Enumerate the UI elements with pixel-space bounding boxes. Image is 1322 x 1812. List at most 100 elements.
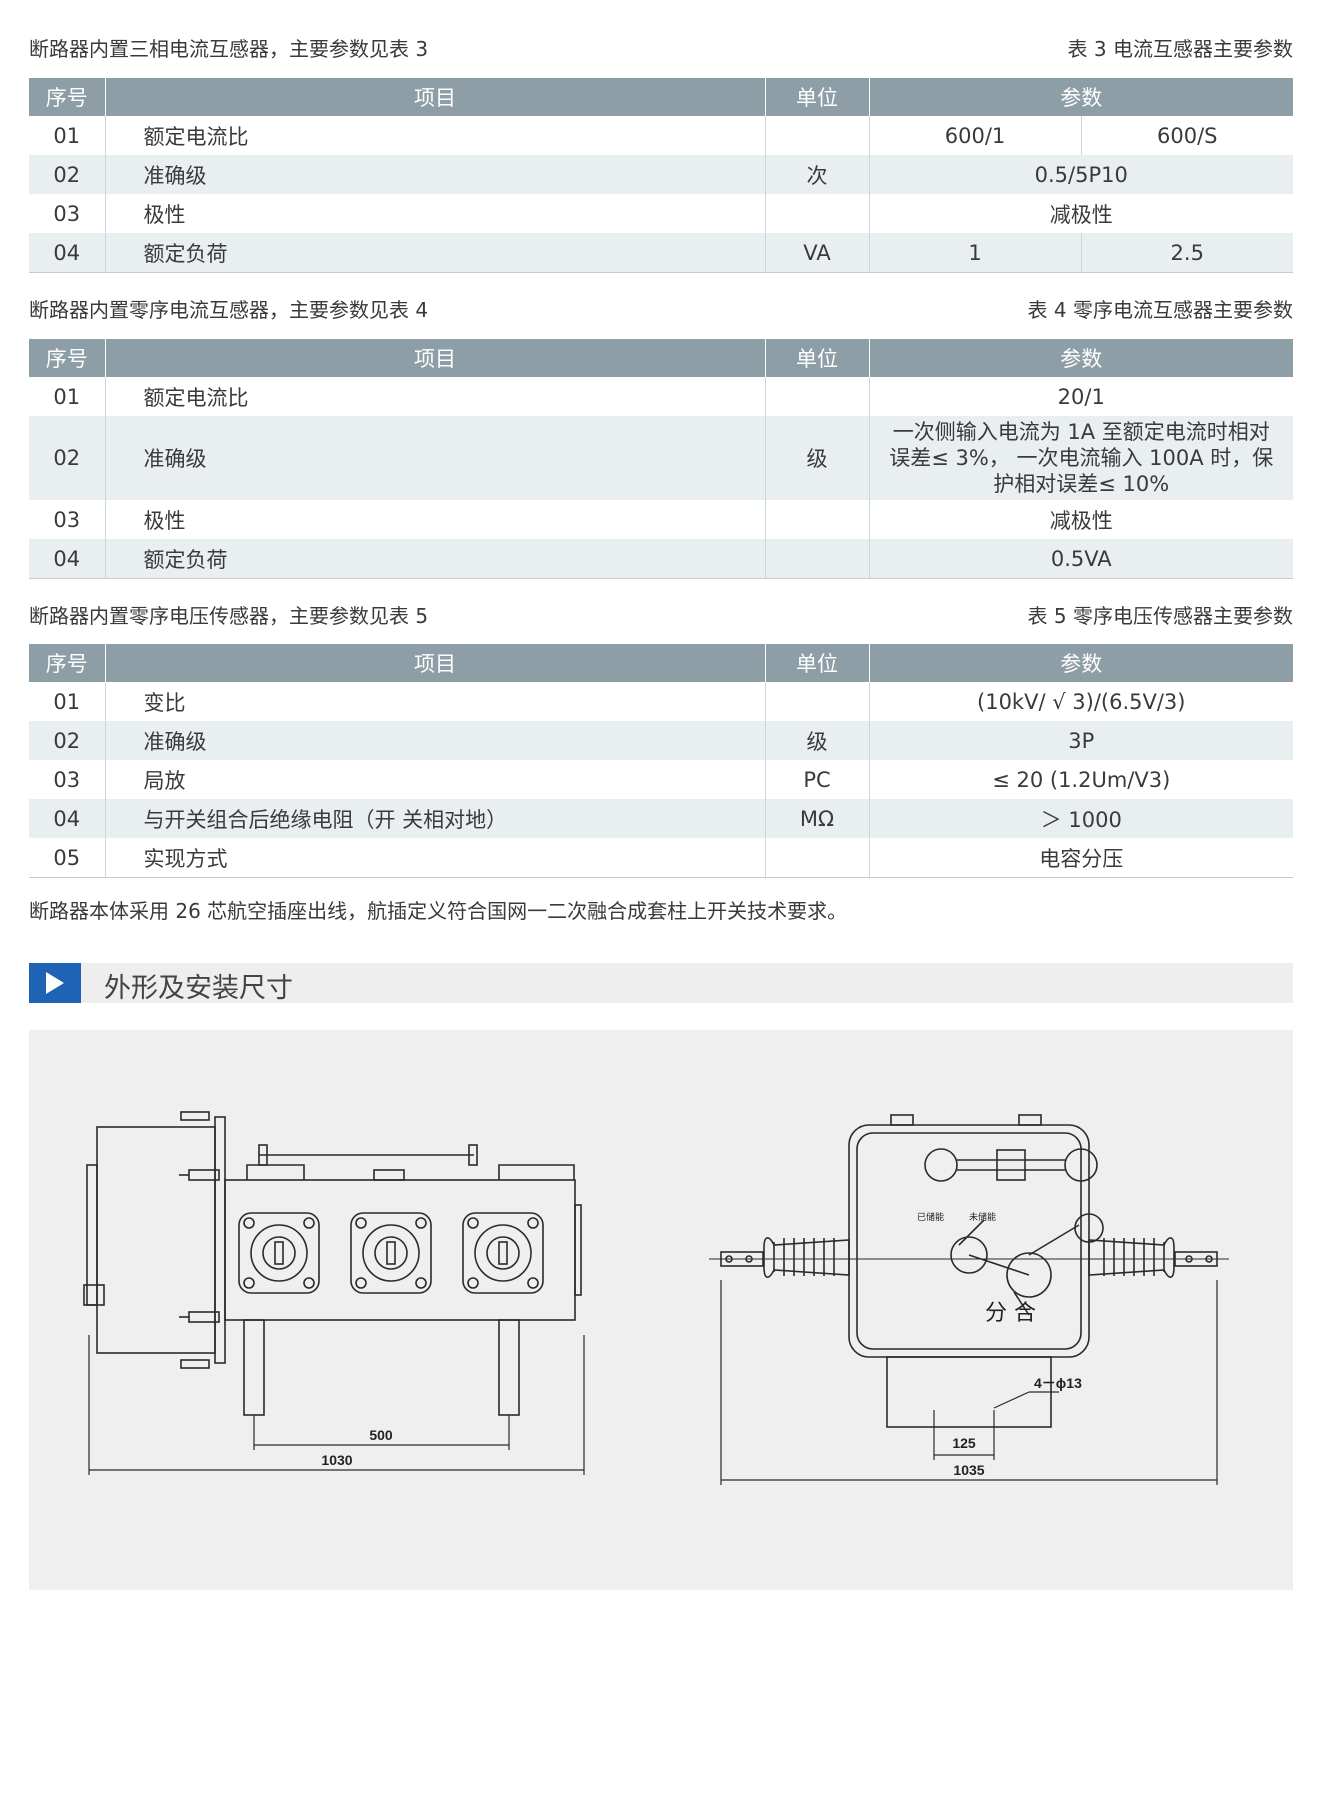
hole-spec-label: 4－ϕ13 xyxy=(1034,1375,1082,1391)
row-unit xyxy=(764,377,869,416)
header-item: 项目 xyxy=(104,339,765,377)
row-unit: 级 xyxy=(764,721,869,760)
row-item: 准确级 xyxy=(104,155,765,194)
row-item: 准确级 xyxy=(104,721,765,760)
body-note: 断路器本体采用 26 芯航空插座出线，航插定义符合国网一二次融合成套柱上开关技术… xyxy=(29,899,848,923)
row-param: ≤ 20 (1.2Um/V3) xyxy=(868,760,1293,799)
row-item: 局放 xyxy=(104,760,765,799)
table5: 序号 项目 单位 参数 01 变比 (10kV/ √ 3)/(6.5V/3) 0… xyxy=(29,644,1293,878)
row-no: 04 xyxy=(29,799,105,838)
row-item: 准确级 xyxy=(104,416,765,500)
row-item: 实现方式 xyxy=(104,838,765,878)
dimension-drawing: 500 1030 125 1035 4－ϕ13 已储能 未储能 分 合 xyxy=(29,1030,1293,1590)
row-item: 额定电流比 xyxy=(104,377,765,416)
row-no: 01 xyxy=(53,689,81,714)
row-no: 03 xyxy=(53,767,81,792)
table5-caption: 表 5 零序电压传感器主要参数 xyxy=(1027,603,1293,628)
param-line: 一次侧输入电流为 1A 至额定电流时相对 xyxy=(892,420,1270,444)
drawing-svg: 500 1030 125 1035 4－ϕ13 已储能 未储能 分 合 xyxy=(83,1111,1229,1485)
row-no: 05 xyxy=(29,838,105,878)
row-no: 02 xyxy=(29,416,105,500)
row-unit xyxy=(764,194,869,233)
row-item: 额定电流比 xyxy=(104,116,765,155)
row-no: 04 xyxy=(29,539,105,579)
table-row: 03 极性 减极性 xyxy=(29,500,1293,539)
table5-caption-row: 断路器内置零序电压传感器，主要参数见表 5 表 5 零序电压传感器主要参数 xyxy=(29,594,1293,634)
table-row: 04 额定负荷 VA 1 2.5 xyxy=(29,233,1293,273)
table3-caption-row: 断路器内置三相电流互感器，主要参数见表 3 表 3 电流互感器主要参数 xyxy=(29,27,1293,67)
row-no: 03 xyxy=(53,201,81,226)
front-view xyxy=(709,1114,1229,1485)
label-open-close: 分 合 xyxy=(985,1301,1036,1326)
row-unit xyxy=(764,539,869,579)
row-no: 02 xyxy=(29,721,105,760)
header-unit: 单位 xyxy=(764,644,869,682)
table3: 序号 项目 单位 参数 01 额定电流比 600/1 600/S 02 准确级 … xyxy=(29,78,1293,273)
row-param-a: 1 xyxy=(868,233,1081,273)
row-unit xyxy=(764,838,869,878)
header-no: 序号 xyxy=(29,644,105,682)
row-no: 01 xyxy=(53,384,81,409)
table3-header-row: 序号 项目 单位 参数 xyxy=(29,78,1293,116)
row-item: 额定负荷 xyxy=(104,233,765,273)
header-item: 项目 xyxy=(104,78,765,116)
table3-caption: 表 3 电流互感器主要参数 xyxy=(1067,36,1293,61)
table4-header-row: 序号 项目 单位 参数 xyxy=(29,339,1293,377)
table5-intro: 断路器内置零序电压传感器，主要参数见表 5 xyxy=(29,603,429,628)
row-param: 3P xyxy=(868,721,1293,760)
table-row: 02 准确级 级 3P xyxy=(29,721,1293,760)
table-row: 01 额定电流比 600/1 600/S xyxy=(29,116,1293,155)
table-row: 04 与开关组合后绝缘电阻（开 关相对地） MΩ ＞ 1000 xyxy=(29,799,1293,838)
terminal-2 xyxy=(350,1212,432,1294)
table3-intro: 断路器内置三相电流互感器，主要参数见表 3 xyxy=(29,36,429,61)
table4: 序号 项目 单位 参数 01 额定电流比 20/1 02 准确级 级 一次侧输入… xyxy=(29,339,1293,579)
header-param: 参数 xyxy=(868,78,1293,116)
row-param-a: 600/1 xyxy=(868,116,1081,155)
dim-side-inner: 500 xyxy=(369,1427,393,1443)
row-param: ＞ 1000 xyxy=(868,799,1293,838)
header-unit: 单位 xyxy=(764,78,869,116)
table5-header-row: 序号 项目 单位 参数 xyxy=(29,644,1293,682)
param-line: 误差≤ 3%， 一次电流输入 100A 时，保 xyxy=(889,446,1274,470)
row-item: 极性 xyxy=(104,194,765,233)
row-param: 20/1 xyxy=(868,377,1293,416)
row-unit xyxy=(764,500,869,539)
table4-caption-row: 断路器内置零序电流互感器，主要参数见表 4 表 4 零序电流互感器主要参数 xyxy=(29,288,1293,328)
table-row: 05 实现方式 电容分压 xyxy=(29,838,1293,878)
row-param: 减极性 xyxy=(868,500,1293,539)
section-title: 外形及安装尺寸 xyxy=(104,973,293,1004)
table-row: 04 额定负荷 0.5VA xyxy=(29,539,1293,579)
dim-front-inner: 125 xyxy=(952,1435,976,1451)
row-param: (10kV/ √ 3)/(6.5V/3) xyxy=(868,682,1293,721)
table-row: 01 额定电流比 20/1 xyxy=(29,377,1293,416)
table4-caption: 表 4 零序电流互感器主要参数 xyxy=(1027,297,1293,322)
row-item: 额定负荷 xyxy=(104,539,765,579)
row-no: 02 xyxy=(29,155,105,194)
row-unit xyxy=(764,682,869,721)
header-no: 序号 xyxy=(29,339,105,377)
dim-front-outer: 1035 xyxy=(953,1462,984,1478)
row-no: 04 xyxy=(29,233,105,273)
row-param-b: 600/S xyxy=(1080,116,1293,155)
row-unit: 级 xyxy=(764,416,869,500)
row-param: 电容分压 xyxy=(868,838,1293,878)
row-param: 0.5/5P10 xyxy=(868,155,1293,194)
header-unit: 单位 xyxy=(764,339,869,377)
row-item: 变比 xyxy=(104,682,765,721)
row-param: 0.5VA xyxy=(868,539,1293,579)
row-unit: VA xyxy=(764,233,869,273)
right-bushing xyxy=(1088,1237,1218,1278)
row-unit: MΩ xyxy=(764,799,869,838)
side-cover-plate xyxy=(96,1126,216,1354)
row-param-multiline: 一次侧输入电流为 1A 至额定电流时相对 误差≤ 3%， 一次电流输入 100A… xyxy=(868,416,1293,500)
dim-side-outer: 1030 xyxy=(321,1452,352,1468)
row-param: 减极性 xyxy=(868,194,1293,233)
terminal-3 xyxy=(462,1212,544,1294)
row-unit xyxy=(764,116,869,155)
row-unit: PC xyxy=(764,760,869,799)
table-row: 02 准确级 级 一次侧输入电流为 1A 至额定电流时相对 误差≤ 3%， 一次… xyxy=(29,416,1293,500)
header-item: 项目 xyxy=(104,644,765,682)
left-bushing xyxy=(720,1237,850,1278)
param-line: 护相对误差≤ 10% xyxy=(993,472,1170,496)
header-no: 序号 xyxy=(29,78,105,116)
